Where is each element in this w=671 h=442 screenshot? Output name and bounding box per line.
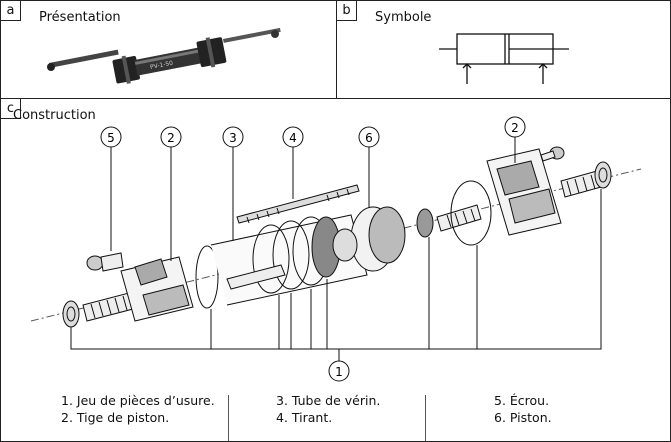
legend-item: 4. Tirant. bbox=[276, 410, 333, 425]
callout-3: 3 bbox=[222, 126, 244, 148]
panel-title-presentation: Présentation bbox=[39, 10, 121, 25]
panel-tag-a: a bbox=[1, 1, 21, 21]
callout-5: 5 bbox=[100, 126, 122, 148]
callout-6: 6 bbox=[358, 126, 380, 148]
panel-construction: c Construction bbox=[0, 98, 671, 442]
legend-divider bbox=[228, 395, 229, 441]
svg-text:1: 1 bbox=[335, 365, 343, 379]
callout-1: 1 bbox=[328, 360, 350, 382]
panel-tag-b: b bbox=[337, 1, 357, 21]
callout-4: 4 bbox=[282, 126, 304, 148]
callout-2-right: 2 bbox=[504, 116, 526, 138]
svg-text:PV-1-50: PV-1-50 bbox=[150, 60, 174, 71]
legend-column-3: 5. Écrou. 6. Piston. bbox=[494, 392, 552, 426]
legend-column-1: 1. Jeu de pièces d’usure. 2. Tige de pis… bbox=[61, 392, 215, 426]
legend-item: 3. Tube de vérin. bbox=[276, 393, 381, 408]
legend-divider bbox=[425, 395, 426, 441]
legend-item: 6. Piston. bbox=[494, 410, 552, 425]
panel-title-construction: Construction bbox=[13, 108, 96, 123]
cylinder-photo: PV-1-50 bbox=[47, 27, 281, 84]
panel-tag-c: c bbox=[1, 99, 21, 119]
callout-2-left: 2 bbox=[160, 126, 182, 148]
svg-text:2: 2 bbox=[511, 121, 519, 135]
panel-symbol: b Symbole bbox=[336, 0, 671, 99]
legend-column-2: 3. Tube de vérin. 4. Tirant. bbox=[276, 392, 380, 426]
legend-item: 1. Jeu de pièces d’usure. bbox=[61, 393, 215, 408]
svg-text:3: 3 bbox=[229, 131, 237, 145]
exploded-view-diagram: 5 2 3 4 6 2 1 bbox=[30, 116, 642, 382]
svg-text:2: 2 bbox=[167, 131, 175, 145]
legend-item: 2. Tige de piston. bbox=[61, 410, 170, 425]
panel-title-symbol: Symbole bbox=[375, 10, 432, 25]
cylinder-symbol bbox=[439, 33, 569, 84]
svg-text:4: 4 bbox=[289, 131, 297, 145]
panel-presentation: a Présentation PV-1-50 bbox=[0, 0, 337, 99]
legend-item: 5. Écrou. bbox=[494, 393, 550, 408]
svg-text:5: 5 bbox=[107, 131, 115, 145]
svg-text:6: 6 bbox=[365, 131, 373, 145]
